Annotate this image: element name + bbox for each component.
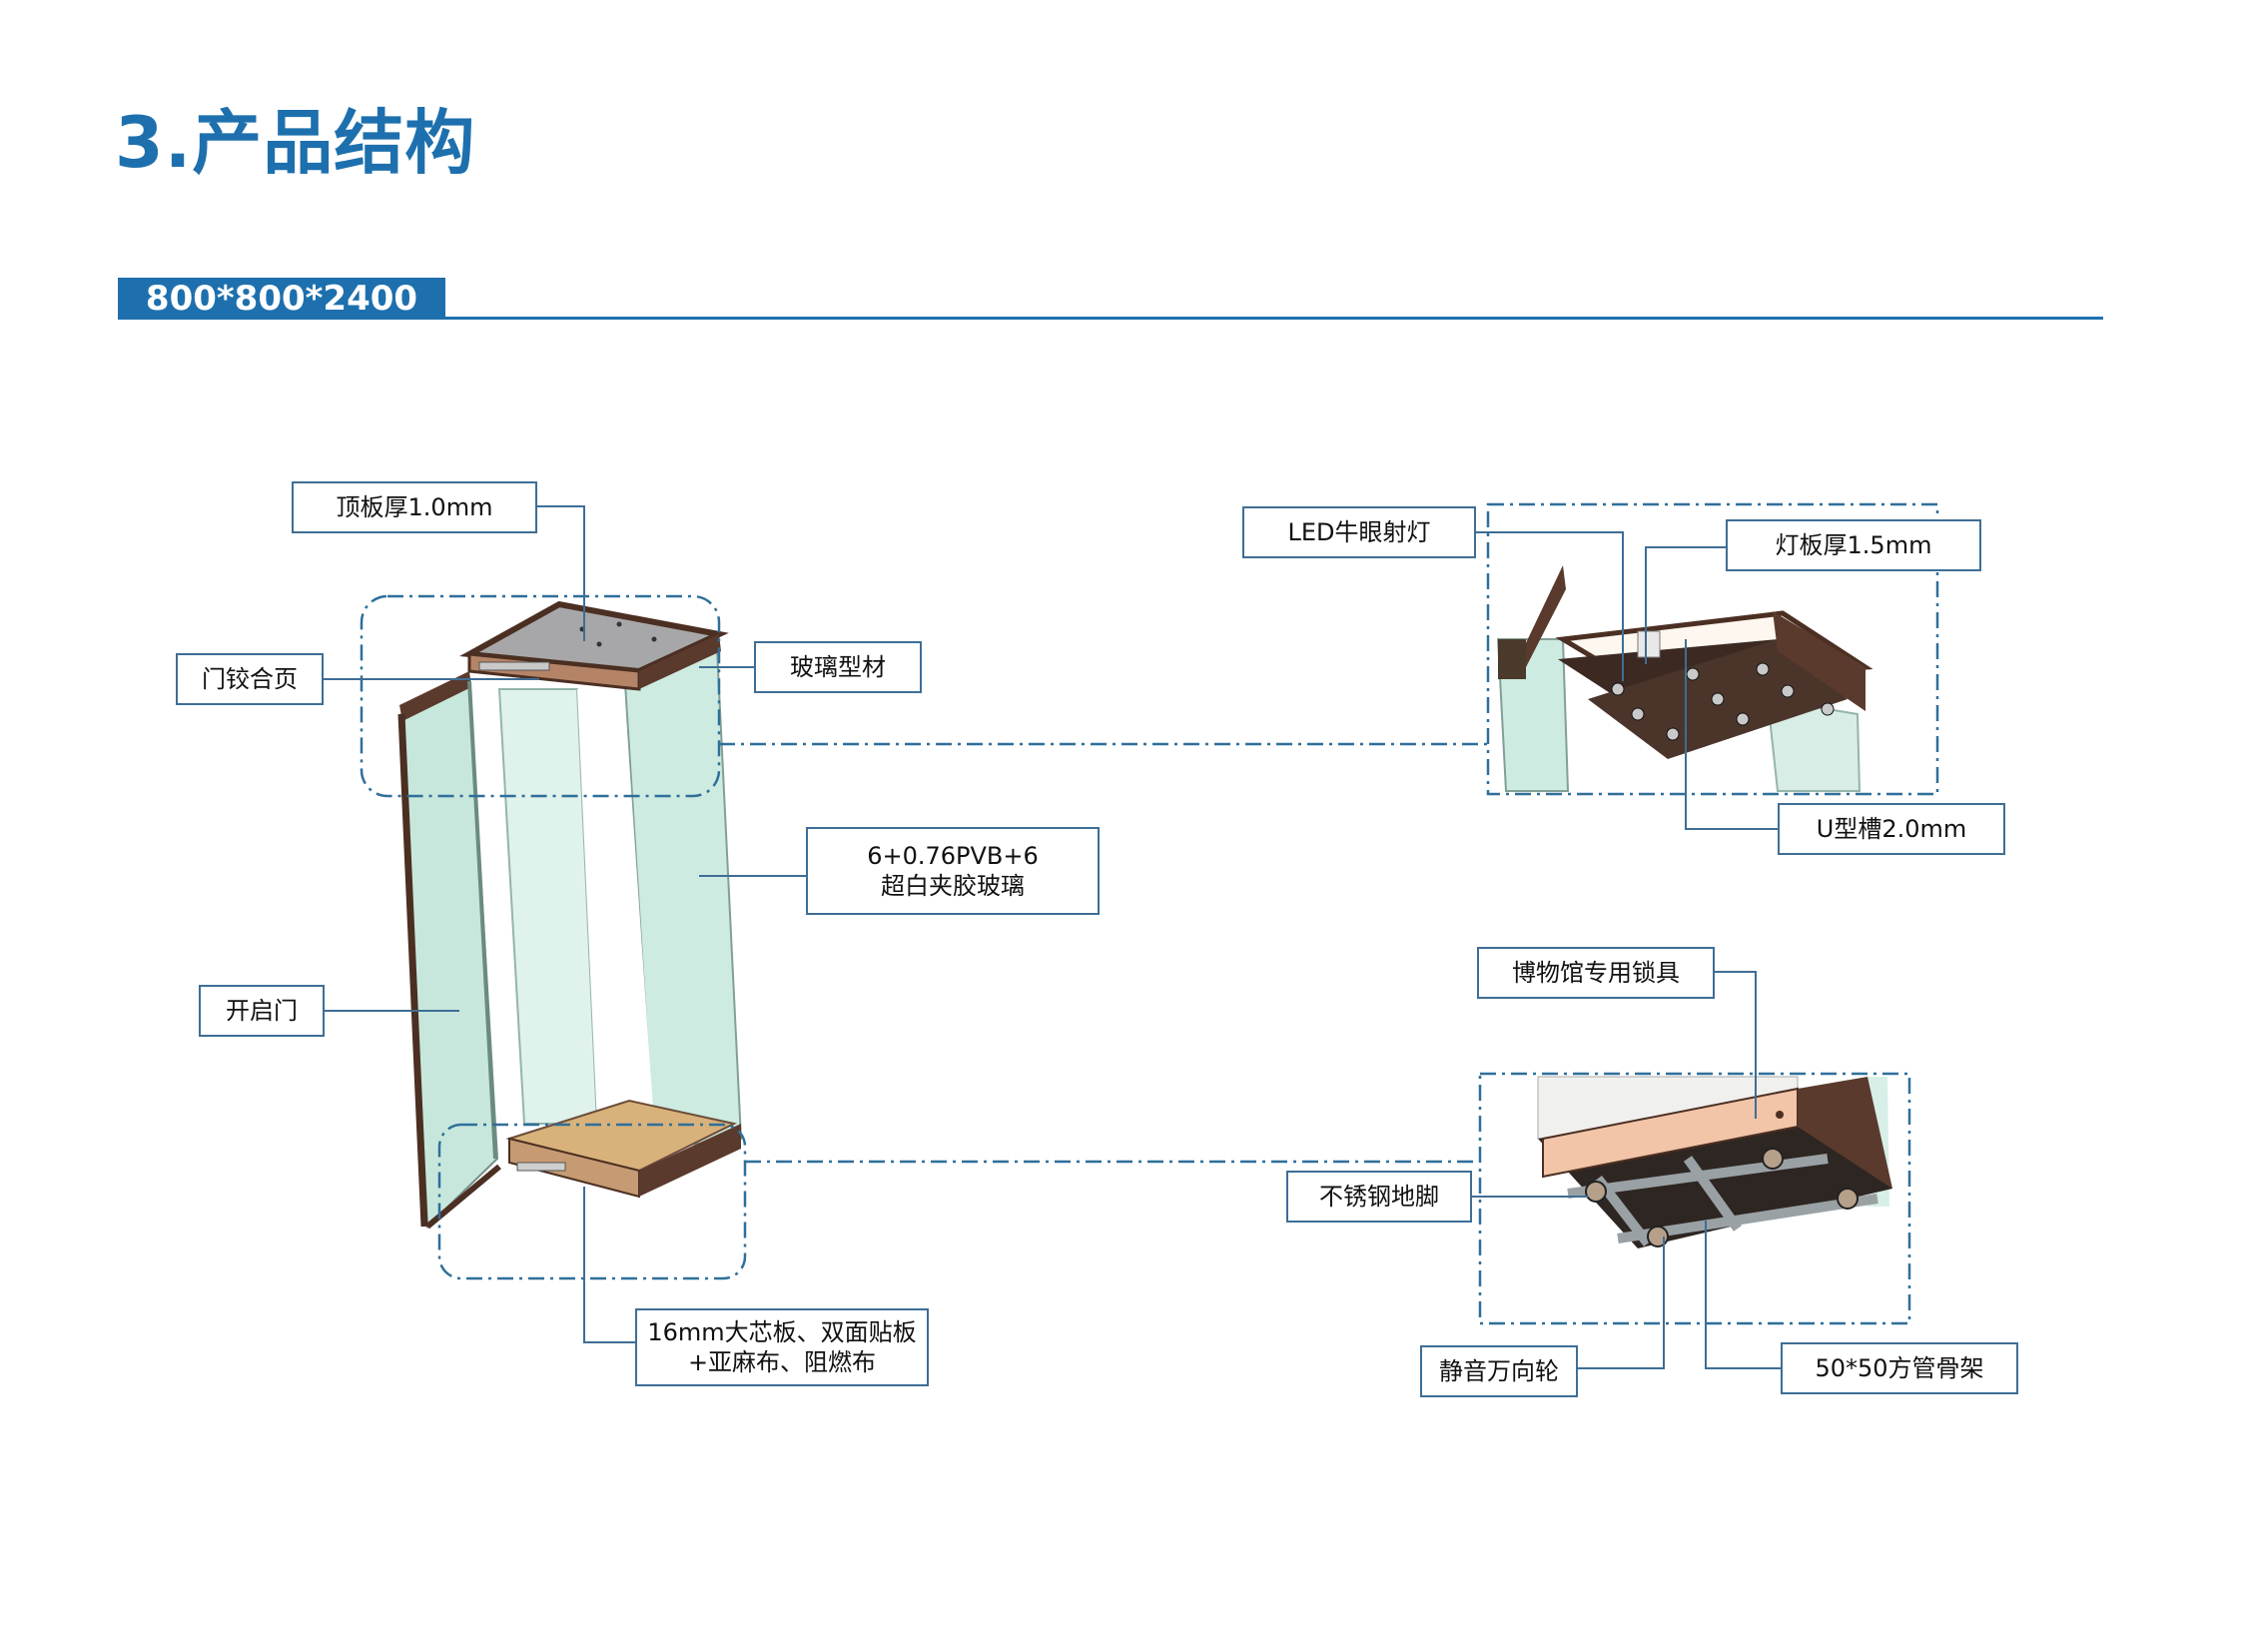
label-top-panel-text: 顶板厚1.0mm	[336, 493, 493, 521]
label-door: 开启门	[199, 985, 325, 1037]
bottom-detail	[1537, 1076, 1892, 1248]
label-light-panel: 灯板厚1.5mm	[1726, 519, 1981, 571]
label-top-panel: 顶板厚1.0mm	[292, 481, 537, 533]
label-hinge-text: 门铰合页	[202, 665, 298, 693]
label-glass-spec: 6+0.76PVB+6 超白夹胶玻璃	[806, 827, 1100, 915]
label-caster: 静音万向轮	[1420, 1345, 1578, 1397]
label-door-text: 开启门	[226, 997, 298, 1025]
page-title: 3.产品结构	[115, 102, 476, 184]
label-steel-foot: 不锈钢地脚	[1286, 1171, 1472, 1223]
label-steel-foot-text: 不锈钢地脚	[1319, 1183, 1439, 1211]
label-tube-frame: 50*50方管骨架	[1781, 1342, 2018, 1394]
label-museum-lock: 博物馆专用锁具	[1477, 947, 1715, 999]
label-glass-spec-line1: 6+0.76PVB+6	[867, 842, 1039, 870]
label-tube-frame-text: 50*50方管骨架	[1815, 1354, 1984, 1382]
label-hinge: 门铰合页	[176, 653, 324, 705]
label-base-board: 16mm大芯板、双面贴板 +亚麻布、阻燃布	[635, 1308, 929, 1386]
dimension-tab: 800*800*2400	[118, 278, 445, 320]
label-glass-profile-text: 玻璃型材	[790, 653, 886, 681]
label-base-board-line2: +亚麻布、阻燃布	[687, 1348, 877, 1376]
label-caster-text: 静音万向轮	[1439, 1357, 1559, 1385]
label-museum-lock-text: 博物馆专用锁具	[1512, 959, 1680, 987]
label-glass-profile: 玻璃型材	[754, 641, 922, 693]
zoom-regions	[360, 502, 1939, 1325]
dimension-underline	[445, 317, 2103, 320]
label-u-channel: U型槽2.0mm	[1778, 803, 2005, 855]
top-detail	[1496, 565, 1873, 792]
label-led-light: LED牛眼射灯	[1242, 506, 1476, 558]
main-cabinet	[397, 600, 743, 1230]
label-led-light-text: LED牛眼射灯	[1287, 518, 1431, 546]
label-light-panel-text: 灯板厚1.5mm	[1775, 531, 1932, 559]
label-base-board-line1: 16mm大芯板、双面贴板	[647, 1318, 917, 1346]
label-u-channel-text: U型槽2.0mm	[1816, 815, 1967, 843]
label-glass-spec-line2: 超白夹胶玻璃	[881, 872, 1025, 900]
